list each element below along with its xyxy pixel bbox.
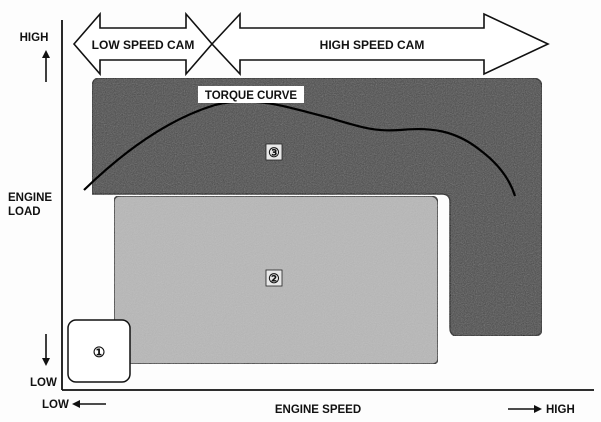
torque-curve-label-bg	[198, 86, 304, 103]
x-axis-left-arrow-icon	[72, 400, 80, 408]
region-3-label: ③	[268, 145, 280, 160]
x-axis-high-label: HIGH	[546, 404, 575, 416]
y-axis-title-line2: LOAD	[8, 206, 41, 218]
high-speed-cam-arrow	[210, 11, 550, 77]
high-speed-cam-label: HIGH SPEED CAM	[320, 38, 425, 52]
x-axis-title: ENGINE SPEED	[275, 404, 361, 416]
torque-curve-line	[83, 100, 517, 197]
region-2-badge-bg	[265, 269, 283, 287]
y-axis-up-arrow-icon	[42, 50, 50, 58]
y-axis-low-label: LOW	[30, 377, 57, 389]
low-speed-cam-label: LOW SPEED CAM	[92, 38, 195, 52]
y-axis-down-arrow-icon	[42, 358, 50, 366]
region-1-area	[67, 319, 131, 383]
region-3-area	[91, 77, 543, 337]
region-2-label: ②	[268, 271, 280, 286]
x-axis-low-label: LOW	[42, 399, 69, 411]
y-axis-title-line1: ENGINE	[8, 192, 52, 204]
region-3-badge-bg	[265, 143, 283, 161]
torque-curve-label: TORQUE CURVE	[205, 90, 298, 102]
x-axis-right-arrow-icon	[534, 405, 542, 413]
y-axis-high-label: HIGH	[20, 32, 49, 44]
region-1-label: ①	[93, 344, 106, 360]
